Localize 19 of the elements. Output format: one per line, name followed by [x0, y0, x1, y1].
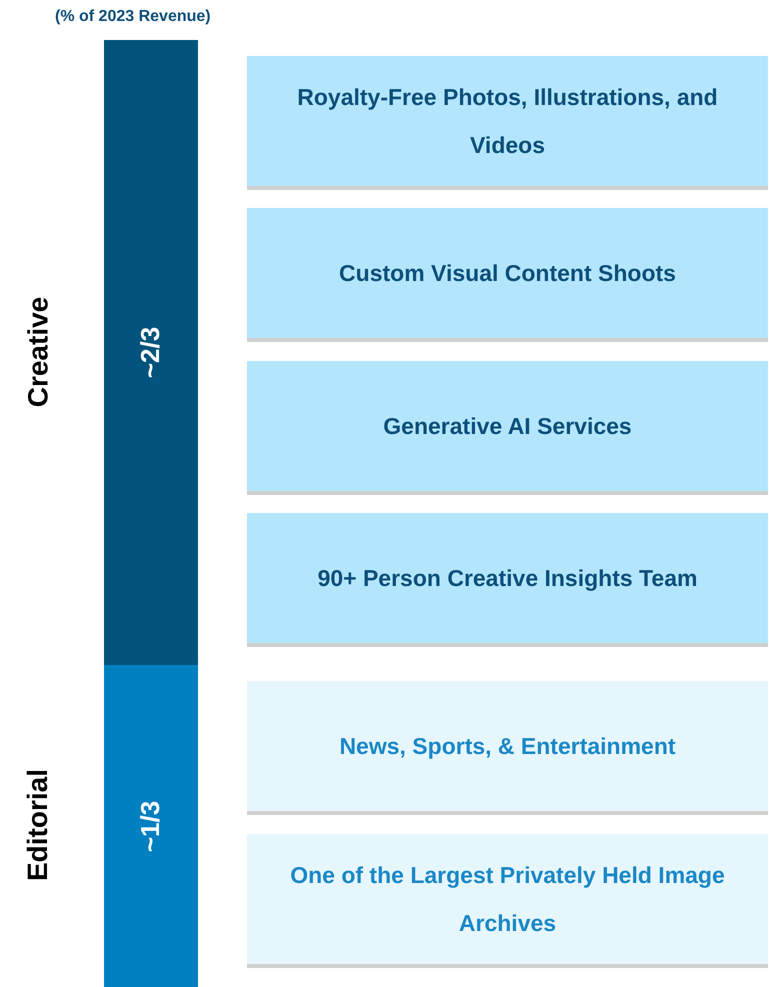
segment-label: Creative — [22, 296, 54, 408]
share-label: ~1/3 — [136, 800, 166, 852]
share-label: ~2/3 — [136, 326, 166, 378]
service-label: One of the Largest Privately Held Image Archives — [289, 861, 726, 938]
service-label: Custom Visual Content Shoots — [338, 259, 677, 288]
service-box — [247, 834, 768, 964]
service-box — [247, 681, 768, 811]
segment-label: Editorial — [22, 769, 54, 881]
service-box — [247, 56, 768, 186]
service-label: Generative AI Services — [382, 412, 633, 441]
service-box — [247, 208, 768, 338]
revenue-share-bar — [104, 665, 198, 987]
service-label: 90+ Person Creative Insights Team — [316, 564, 698, 593]
service-box — [247, 513, 768, 643]
service-label: Royalty-Free Photos, Illustrations, and Videos — [296, 83, 719, 160]
service-label: News, Sports, & Entertainment — [338, 732, 677, 761]
header-note: (% of 2023 Revenue) — [55, 8, 211, 26]
service-box — [247, 361, 768, 491]
revenue-share-bar — [104, 40, 198, 665]
